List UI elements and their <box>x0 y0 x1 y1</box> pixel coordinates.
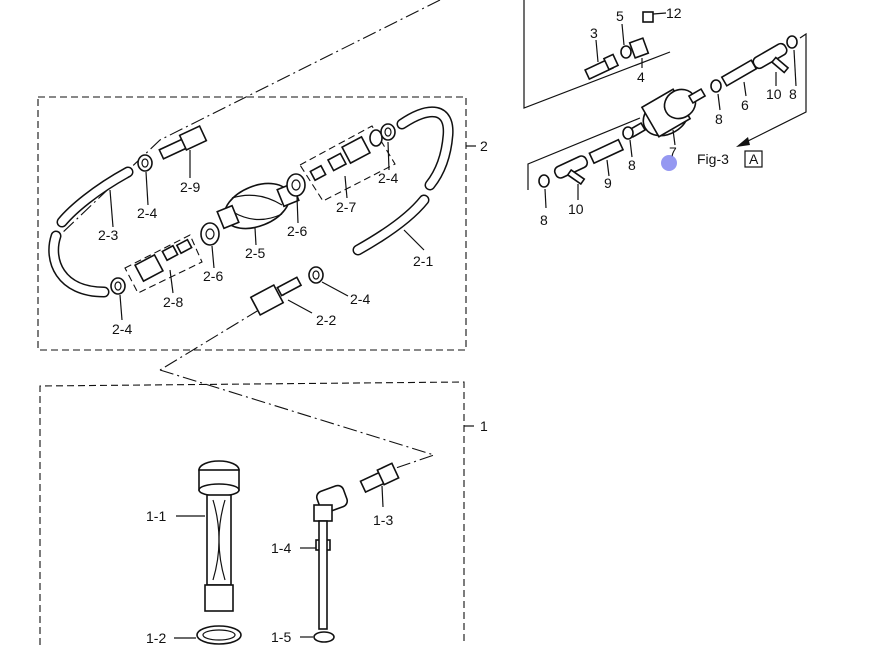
nut-4 <box>628 37 650 59</box>
callout-8-b: 8 <box>628 157 636 173</box>
callout-4: 4 <box>637 69 645 85</box>
callout-10-a: 10 <box>568 201 584 217</box>
callout-1-4: 1-4 <box>271 540 291 556</box>
callout-1: 1 <box>480 418 488 434</box>
connector-2-2 <box>249 276 303 317</box>
hose-6 <box>720 59 758 87</box>
group-1-boundary <box>39 381 465 645</box>
fig-3-boundary <box>523 0 671 109</box>
routing-line-group-1 <box>159 369 436 469</box>
valve-set-2-7-box <box>299 125 396 202</box>
fig-3-a-box <box>744 150 763 168</box>
callout-6: 6 <box>741 97 749 113</box>
callout-2-4-b: 2-4 <box>378 170 398 186</box>
fig-3-boundary-lower <box>527 117 641 190</box>
fig-3-a-detail: 3 5 4 12 7 8 8 6 <box>523 0 807 228</box>
callout-2-4-d: 2-4 <box>350 291 370 307</box>
hose-9 <box>588 138 625 165</box>
callout-2: 2 <box>480 138 488 154</box>
clamp-8-c <box>710 79 722 93</box>
callout-1-5: 1-5 <box>271 629 291 645</box>
callout-2-8: 2-8 <box>163 294 183 310</box>
valve-set-2-8-box <box>124 234 203 294</box>
clamp-2-4-b <box>380 123 396 141</box>
fuel-filter-7 <box>627 87 707 139</box>
callout-1-3: 1-3 <box>373 512 393 528</box>
o-ring-1-2 <box>196 625 242 645</box>
washer-2-6-a <box>200 222 220 246</box>
fig-3-arrow <box>736 137 750 147</box>
callout-8-c: 8 <box>715 111 723 127</box>
callout-10-b: 10 <box>766 86 782 102</box>
callout-2-9: 2-9 <box>180 179 200 195</box>
callout-8-d: 8 <box>789 86 797 102</box>
callout-2-2: 2-2 <box>316 312 336 328</box>
clamp-2-4-d <box>308 266 324 284</box>
washer-2-6-b <box>286 173 306 197</box>
routing-line-upper <box>59 0 441 236</box>
clamp-2-4-a <box>137 154 153 172</box>
nut-12 <box>642 11 654 23</box>
bracket-10-b <box>752 42 790 74</box>
callout-2-6-a: 2-6 <box>203 268 223 284</box>
callout-2-1: 2-1 <box>413 253 433 269</box>
callout-1-2: 1-2 <box>146 630 166 645</box>
clamp-8-b <box>622 126 634 140</box>
fig-3-boundary-right <box>739 32 807 146</box>
connector-1-3 <box>359 462 400 494</box>
clamp-8-a <box>538 174 550 188</box>
clamp-2-4-c <box>110 277 126 295</box>
callout-2-6-b: 2-6 <box>287 223 307 239</box>
callout-3: 3 <box>590 25 598 41</box>
washer-5 <box>620 45 632 59</box>
callout-5: 5 <box>616 8 624 24</box>
fitting-2-9 <box>158 125 208 160</box>
callout-12: 12 <box>666 5 682 21</box>
callout-2-7: 2-7 <box>336 199 356 215</box>
callout-8-a: 8 <box>540 212 548 228</box>
pickup-tube-1-4 <box>313 484 349 630</box>
check-valve-2-7 <box>309 129 383 182</box>
check-valve-2-8 <box>133 238 193 283</box>
callout-2-4-a: 2-4 <box>137 205 157 221</box>
callout-1-1: 1-1 <box>146 508 166 524</box>
fuel-gauge-1-1 <box>198 460 240 612</box>
callout-2-3: 2-3 <box>98 227 118 243</box>
callout-9: 9 <box>604 175 612 191</box>
callout-7: 7 <box>669 144 677 160</box>
group-2-fuel-hose-assembly: 2 2-3 2-4 2-9 2-5 <box>37 0 488 371</box>
fitting-3 <box>584 53 620 81</box>
bracket-10-a <box>553 155 589 186</box>
fig-3-label: Fig-3 <box>697 151 729 167</box>
group-1-tank-fittings: 1 1-1 1-2 1-4 <box>39 369 488 645</box>
cursor-marker <box>661 155 677 171</box>
callout-2-4-c: 2-4 <box>112 321 132 337</box>
group-2-boundary <box>37 96 467 351</box>
washer-1-5 <box>313 631 335 643</box>
fig-3-a-box-letter: A <box>749 151 759 167</box>
callout-2-5: 2-5 <box>245 245 265 261</box>
clamp-8-d <box>786 35 798 49</box>
